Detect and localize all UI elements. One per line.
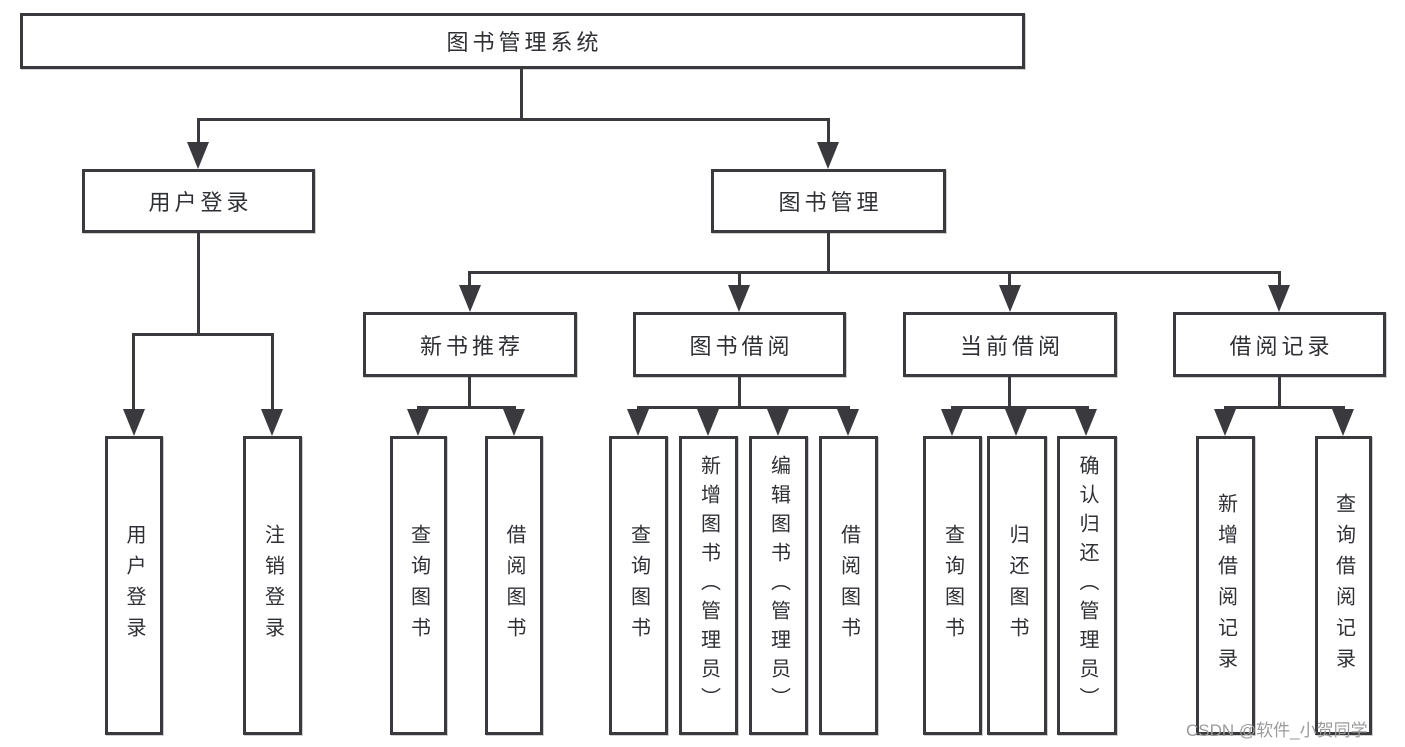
connector-book-mgmt-horizontal (469, 271, 1281, 274)
leaf-query-book: 查询图书 (609, 436, 668, 735)
leaf-label: 新增借阅记录 (1214, 492, 1237, 679)
node-current-borrow: 当前借阅 (903, 312, 1117, 377)
leaf-logout: 注销登录 (243, 436, 302, 735)
arrow-down-icon (999, 285, 1021, 312)
node-label: 图书管理 (778, 190, 883, 215)
connector-book-borrow-horizontal (637, 406, 850, 409)
leaf-label: 确认归还（管理员） (1076, 455, 1098, 716)
connector-current-borrow-horizontal (951, 406, 1089, 409)
leaf-query-book: 查询图书 (390, 436, 447, 735)
leaf-label: 查询图书 (627, 523, 650, 648)
arrow-down-icon (1332, 409, 1354, 436)
connector-user-login-right-drop (271, 333, 274, 410)
connector-book-mgmt-stem (827, 233, 830, 274)
leaf-return-book: 归还图书 (987, 436, 1047, 735)
node-new-book-recommend: 新书推荐 (363, 312, 577, 377)
node-label: 用户登录 (148, 190, 253, 215)
arrow-down-icon (1214, 409, 1236, 436)
leaf-add-borrow-record: 新增借阅记录 (1196, 436, 1255, 735)
connector-drop (1008, 271, 1011, 287)
leaf-label: 借阅图书 (503, 523, 525, 648)
arrow-down-icon (817, 142, 839, 169)
leaf-label: 查询图书 (407, 523, 430, 648)
connector-borrow-record-horizontal (1224, 406, 1345, 409)
leaf-label: 用户登录 (123, 523, 145, 648)
node-label: 图书借阅 (689, 333, 794, 359)
connector-drop (1278, 271, 1281, 287)
arrow-down-icon (459, 285, 481, 312)
arrow-down-icon (1268, 285, 1290, 312)
connector-book-borrow-stem (738, 377, 741, 408)
connector-new-book-horizontal (417, 406, 516, 409)
node-label: 图书管理系统 (446, 30, 603, 55)
connector-root-right-drop (827, 118, 830, 144)
node-library-management-system: 图书管理系统 (20, 13, 1025, 69)
connector-user-login-stem (197, 233, 200, 335)
arrow-down-icon (767, 409, 789, 436)
connector-drop (738, 271, 741, 287)
arrow-down-icon (261, 409, 283, 436)
connector-user-login-left-drop (132, 333, 135, 410)
leaf-user-login: 用户登录 (105, 436, 163, 735)
arrow-down-icon (837, 409, 859, 436)
leaf-confirm-return-admin: 确认归还（管理员） (1057, 436, 1117, 735)
arrow-down-icon (697, 409, 719, 436)
connector-root-left-drop (197, 118, 200, 144)
connector-current-borrow-stem (1008, 377, 1011, 408)
leaf-label: 注销登录 (261, 523, 284, 648)
arrow-down-icon (627, 409, 649, 436)
arrow-down-icon (503, 409, 525, 436)
connector-new-book-stem (468, 377, 471, 408)
connector-user-login-horizontal (132, 333, 274, 336)
arrow-down-icon (1005, 409, 1027, 436)
arrow-down-icon (123, 409, 145, 436)
leaf-label: 借阅图书 (837, 523, 860, 648)
arrow-down-icon (728, 285, 750, 312)
leaf-borrow-book: 借阅图书 (819, 436, 878, 735)
leaf-add-book-admin: 新增图书（管理员） (679, 436, 738, 735)
leaf-label: 编辑图书（管理员） (767, 455, 790, 716)
arrow-down-icon (1075, 409, 1097, 436)
leaf-label: 归还图书 (1006, 523, 1028, 648)
connector-root-stem (520, 69, 523, 120)
arrow-down-icon (187, 142, 209, 169)
node-borrow-record: 借阅记录 (1173, 312, 1386, 377)
connector-borrow-record-stem (1278, 377, 1281, 408)
arrow-down-icon (407, 409, 429, 436)
node-label: 当前借阅 (959, 333, 1064, 359)
leaf-borrow-book: 借阅图书 (485, 436, 543, 735)
csdn-watermark: CSDN @软件_小贺同学 (1186, 721, 1368, 740)
leaf-query-book: 查询图书 (923, 436, 982, 735)
node-book-management: 图书管理 (711, 169, 946, 233)
node-book-borrow: 图书借阅 (633, 312, 846, 377)
arrow-down-icon (941, 409, 963, 436)
leaf-edit-book-admin: 编辑图书（管理员） (749, 436, 808, 735)
node-user-login: 用户登录 (82, 169, 315, 233)
connector-root-horizontal (197, 118, 830, 121)
leaf-label: 查询图书 (941, 523, 964, 648)
node-label: 新书推荐 (419, 333, 524, 359)
leaf-label: 新增图书（管理员） (697, 455, 720, 716)
leaf-query-borrow-record: 查询借阅记录 (1315, 436, 1372, 735)
leaf-label: 查询借阅记录 (1332, 492, 1355, 679)
node-label: 借阅记录 (1229, 333, 1334, 359)
connector-drop (468, 271, 471, 287)
